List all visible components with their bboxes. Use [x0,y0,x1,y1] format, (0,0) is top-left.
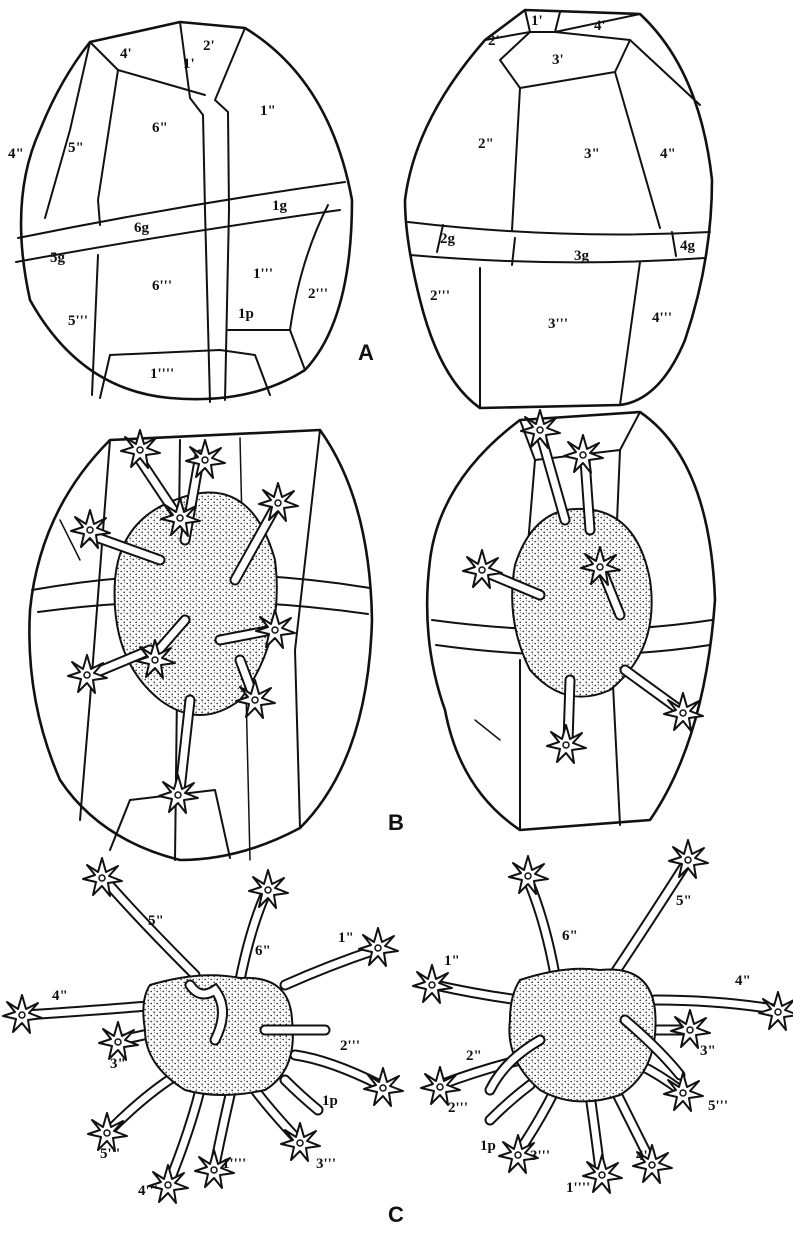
plate-label: 6''' [152,278,172,294]
plate-label: 6" [152,120,168,136]
panel-label-a: A [358,340,374,365]
process-label: 1'''' [566,1180,590,1196]
plate-label: 1' [531,13,543,29]
plate-label: 1" [260,103,276,119]
plate-label: 2" [478,136,494,152]
process-label: 1p [480,1138,496,1154]
process-label: 2''' [340,1038,360,1054]
process-label: 1" [444,953,460,969]
process-label: 3" [110,1056,126,1072]
panel-c-right-cell [413,840,793,1193]
plate-label: 4" [660,146,676,162]
process-label: 1'''' [222,1156,246,1172]
process-label: 1p [322,1093,338,1109]
process-label: 4''' [636,1148,656,1164]
panel-label-c: C [388,1202,404,1227]
process-label: 4''' [138,1183,158,1199]
plate-label: 2''' [308,286,328,302]
plate-label: 1' [183,56,195,72]
plate-label: 2g [440,231,456,247]
plate-label: 1'''' [150,366,174,382]
plate-label: 4" [8,146,24,162]
plate-label: 3" [584,146,600,162]
plate-label: 2' [203,38,215,54]
plate-label: 2''' [430,288,450,304]
plate-label: 1g [272,198,288,214]
process-label: 5''' [100,1146,120,1162]
nucleus-icon [509,969,655,1102]
process-label: 6" [562,928,578,944]
panel-c-left-cell [3,858,403,1203]
panel-a-right-theca [405,10,712,408]
process-label: 3''' [530,1148,550,1164]
process-label: 4" [735,973,751,989]
process-label: 4" [52,988,68,1004]
stellate-cell-icon [759,992,793,1030]
plate-label: 4''' [652,310,672,326]
plate-label: 4' [594,18,606,34]
process-label: 5" [148,913,164,929]
panel-a-left-theca [16,22,352,402]
plate-label: 5g [50,250,66,266]
stellate-cell-icon [359,928,398,966]
plate-label: 3''' [548,316,568,332]
process-label: 2" [466,1048,482,1064]
plate-label: 4' [120,46,132,62]
stellate-cell-icon [364,1068,403,1106]
plate-label: 5''' [68,313,88,329]
process-label: 2''' [448,1100,468,1116]
process-label: 6" [255,943,271,959]
plate-label: 3g [574,248,590,264]
plate-label: 1p [238,306,254,322]
plate-label: 3' [552,52,564,68]
plate-label: 4g [680,238,696,254]
process-label: 1" [338,930,354,946]
process-label: 3" [700,1043,716,1059]
process-label: 3''' [316,1156,336,1172]
plate-label: 5" [68,140,84,156]
process-label: 5''' [708,1098,728,1114]
process-label: 5" [676,893,692,909]
panel-label-b: B [388,810,404,835]
stellate-cell-icon [249,870,288,908]
plate-label: 6g [134,220,150,236]
plate-label: 1''' [253,266,273,282]
plate-label: 2' [488,33,500,49]
